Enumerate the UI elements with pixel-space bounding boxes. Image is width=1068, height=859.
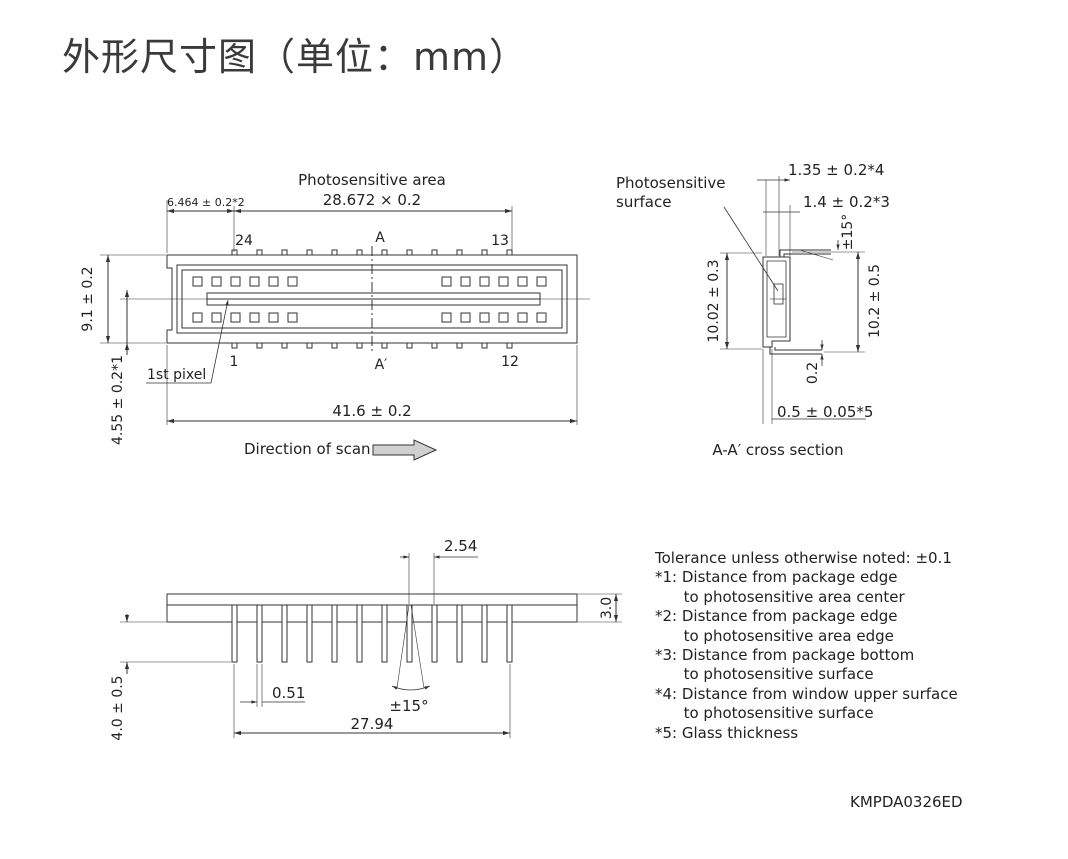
pin-label-12: 12	[501, 354, 519, 370]
note-2: *2: Distance from package edge	[655, 607, 898, 626]
pin-label-24: 24	[235, 233, 253, 249]
note-tolerance: Tolerance unless otherwise noted: ±0.1	[655, 549, 952, 567]
note-3: *3: Distance from package bottom	[655, 646, 915, 665]
note-4: *4: Distance from window upper surface	[655, 684, 958, 703]
cross-section-view	[720, 176, 866, 424]
span-dim-label: 27.94	[351, 715, 394, 733]
first-pixel-label: 1st pixel	[147, 367, 206, 383]
edge-offset-dim: 6.464 ± 0.2*2	[167, 196, 245, 209]
lead-length-dim-label: 4.0 ± 0.5	[110, 675, 126, 740]
pitch-dim-label: 2.54	[444, 537, 477, 555]
note-1: *1: Distance from package edge	[655, 568, 898, 587]
cross-section-caption: A-A′ cross section	[712, 441, 843, 459]
surface-label-line1: Photosensitive	[616, 174, 725, 192]
length-dim-label: 41.6 ± 0.2	[332, 402, 411, 420]
photosensitive-area-dim: 28.672 × 0.2	[323, 191, 421, 209]
note-3-cont: to photosensitive surface	[655, 665, 874, 684]
side-leads	[231, 604, 513, 663]
note-4-cont: to photosensitive surface	[655, 704, 874, 723]
scan-direction-label: Direction of scan	[244, 440, 371, 458]
photosensitive-area-label: Photosensitive area	[298, 171, 446, 189]
window-dim-label: 1.35 ± 0.2*4	[788, 161, 884, 179]
section-label-a: A	[375, 230, 385, 246]
note-1-cont: to photosensitive area center	[655, 587, 905, 606]
center-offset-dim-label: 4.55 ± 0.2*1	[110, 355, 126, 445]
side-view	[120, 553, 622, 738]
side-angle-label: ±15°	[389, 697, 428, 715]
top-view	[100, 200, 590, 461]
surface-label-line2: surface	[616, 193, 671, 211]
pin-label-13: 13	[491, 233, 509, 249]
side-body	[166, 593, 578, 623]
glass-dim-label: 0.5 ± 0.05*5	[777, 403, 873, 421]
document-code: KMPDA0326ED	[850, 793, 963, 811]
note-2-cont: to photosensitive area edge	[655, 626, 894, 645]
scan-direction-arrow	[372, 439, 438, 461]
bond-pads	[192, 276, 547, 323]
thickness-dim-label: 3.0	[599, 597, 615, 619]
pin-label-1: 1	[230, 354, 239, 370]
lead-width-dim-label: 0.51	[272, 684, 305, 702]
notes-block: Tolerance unless otherwise noted: ±0.1 *…	[655, 549, 958, 743]
page-title: 外形尺寸图（单位：mm）	[62, 35, 529, 79]
note-5: *5: Glass thickness	[655, 723, 799, 742]
pin-stubs	[231, 249, 513, 349]
cross-section-body	[762, 256, 791, 348]
lead-angle-label: ±15°	[840, 214, 856, 251]
lead-thickness-label: 0.2	[805, 362, 821, 384]
left-height-dim-label: 10.02 ± 0.3	[706, 260, 722, 343]
right-height-dim-label: 10.2 ± 0.5	[867, 264, 883, 338]
height-dim-label: 9.1 ± 0.2	[80, 266, 96, 331]
bottom-dim-label: 1.4 ± 0.2*3	[803, 193, 890, 211]
section-label-a-prime: A′	[375, 357, 388, 373]
package-outline	[166, 254, 578, 344]
